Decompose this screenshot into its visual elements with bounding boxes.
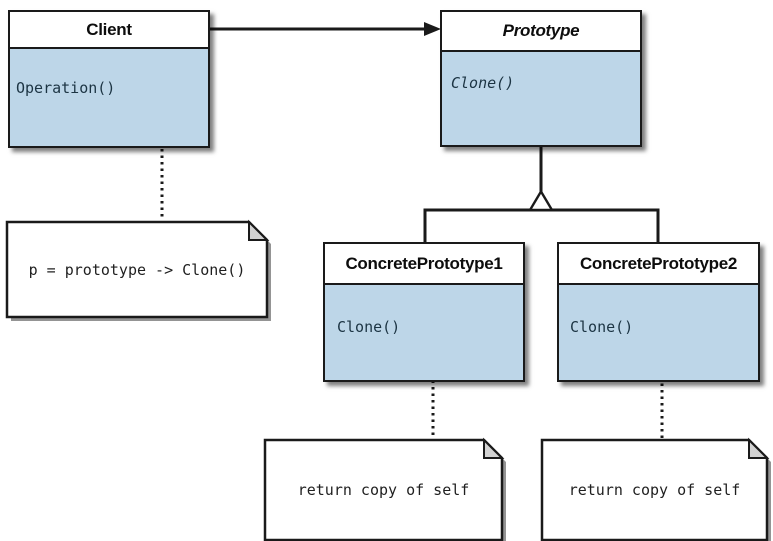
arrowhead-icon [424,22,441,36]
class-concrete-prototype-1-method: Clone() [337,318,401,336]
class-concrete-prototype-2-name: ConcretePrototype2 [559,244,758,285]
concrete2-note-shape [540,437,771,541]
class-prototype-name: Prototype [442,12,640,52]
class-concrete-prototype-2: ConcretePrototype2 Clone() [557,242,760,382]
class-concrete-prototype-2-method: Clone() [570,318,634,336]
note-fold-icon [748,437,770,459]
association-arrow [210,22,441,36]
concrete1-note-shape [263,437,506,541]
note-fold-icon [248,219,270,241]
inheritance-connector [423,146,660,243]
concrete2-note-text: return copy of self [568,481,741,499]
concrete1-note-text: return copy of self [297,481,470,499]
class-client-name: Client [10,12,208,49]
class-prototype-method: Clone() [451,74,515,92]
inheritance-triangle-icon [527,189,555,212]
client-note-shape [5,219,271,321]
class-concrete-prototype-1: ConcretePrototype1 Clone() [323,242,525,382]
client-note-text: p = prototype -> Clone() [28,260,246,279]
note-fold-icon [483,437,505,459]
class-client: Client Operation() [8,10,210,148]
class-client-method: Operation() [16,79,116,97]
class-prototype: Prototype Clone() [440,10,642,147]
class-concrete-prototype-1-name: ConcretePrototype1 [325,244,523,285]
